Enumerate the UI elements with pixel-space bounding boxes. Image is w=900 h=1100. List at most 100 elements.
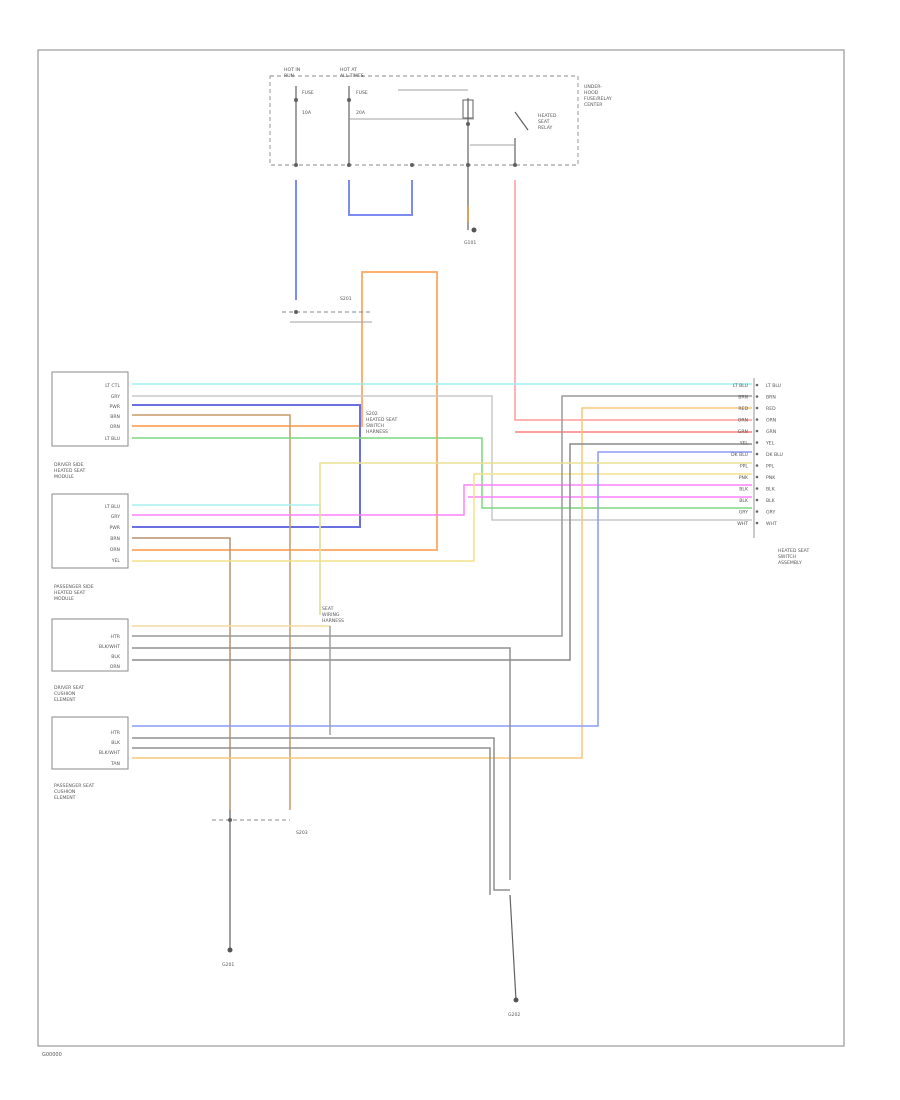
switch-pin-label-3: RED	[766, 406, 776, 412]
passenger-heated-seat-module: LT BLU GRY PWR BRN ORN YEL PASSENGER SID…	[51, 493, 129, 602]
switch-pin-dot	[755, 429, 759, 433]
splice-s202-label-1: S202	[366, 411, 378, 417]
fuse-block-caption-3: FUSE/RELAY	[584, 96, 612, 102]
fuse-col-left-2: RUN	[284, 73, 294, 79]
drv-module-pin-3: PWR	[109, 404, 120, 410]
diagram-frame	[37, 49, 845, 1047]
pass-module-pin-6: YEL	[111, 558, 121, 564]
switch-pin-label-12: GRY	[766, 510, 775, 516]
switch-pin-dot	[755, 406, 759, 410]
switch-pin-dot	[755, 510, 759, 513]
splice-s203-label: S203	[296, 830, 308, 836]
switch-pin-wire-4: ORN	[738, 418, 748, 424]
switch-pin-label-4: ORN	[766, 418, 776, 424]
switch-pin-wire-10: BLK	[739, 487, 749, 493]
drv-seat-caption-3: ELEMENT	[54, 697, 76, 703]
fuse-right-rating: 20A	[356, 110, 366, 116]
drv-seat-pin-3: BLK	[111, 654, 121, 660]
driver-heated-seat-module: LT CTL GRY PWR BRN ORN LT BLU DRIVER SID…	[51, 371, 129, 480]
pass-module-pin-4: BRN	[110, 536, 120, 542]
wires	[132, 180, 752, 895]
pass-module-pin-5: ORN	[110, 547, 120, 553]
switch-pin-wire-12: GRY	[739, 510, 748, 516]
pass-seat-pin-4: TAN	[110, 761, 120, 767]
switch-pin-label-13: WHT	[766, 521, 777, 527]
ground-g101-label: G101	[464, 240, 476, 246]
switch-pin-wire-9: PNK	[739, 475, 749, 481]
switch-pin-dot	[755, 418, 759, 421]
pass-module-pin-3: PWR	[109, 525, 120, 531]
pass-seat-caption-1: PASSENGER SEAT	[54, 783, 95, 789]
pass-seat-pin-1: HTR	[111, 730, 121, 736]
switch-pin-dot	[755, 475, 759, 479]
fuse-col-left-1: HOT IN	[284, 67, 300, 73]
drv-module-pin-5: ORN	[110, 424, 120, 430]
splice-s203-ground-g201: S203 G201	[212, 810, 308, 968]
switch-pin-dot	[755, 452, 759, 456]
switch-pin-label-5: GRN	[766, 429, 776, 435]
switch-pin-label-1: LT BLU	[766, 383, 781, 389]
relay-label-3: RELAY	[538, 125, 553, 131]
switch-pin-dot	[755, 395, 759, 398]
pass-seat-pin-3: BLK/WHT	[99, 750, 120, 756]
switch-pin-wire-13: WHT	[737, 521, 748, 527]
seat-harness-2: WIRING	[322, 612, 340, 618]
switch-pin-wire-1: LT BLU	[733, 383, 748, 389]
drv-module-pin-1: LT CTL	[105, 383, 120, 389]
drv-module-caption-2: HEATED SEAT	[54, 468, 85, 474]
switch-pin-dot	[755, 487, 759, 490]
switch-pin-dot	[755, 498, 759, 502]
pass-module-pin-2: GRY	[111, 514, 120, 520]
switch-pin-wire-6: YEL	[739, 441, 749, 447]
switch-caption-2: SWITCH	[778, 554, 796, 560]
splice-s202-label-2: HEATED SEAT	[366, 417, 397, 423]
switch-pin-wire-7: DK BLU	[731, 452, 748, 458]
fuse-col-right-1: HOT AT	[340, 67, 357, 73]
switch-pin-label-8: PPL	[766, 464, 775, 470]
splice-s202-label-3: SWITCH	[366, 423, 384, 429]
underhood-fuse-block: HOT IN RUN HOT AT ALL TIMES FUSE 10A FUS…	[269, 67, 612, 167]
seat-harness-1: SEAT	[322, 606, 334, 612]
drv-module-caption-3: MODULE	[54, 474, 74, 480]
switch-pin-label-2: BRN	[766, 395, 776, 401]
fuse-block-caption-2: HOOD	[584, 90, 599, 96]
switch-pin-label-6: YEL	[765, 441, 775, 447]
switch-pin-dot	[755, 521, 759, 525]
ground-g101: G101	[464, 165, 477, 246]
driver-seat-cushion-element: HTR BLK/WHT BLK ORN DRIVER SEAT CUSHION …	[51, 618, 129, 703]
drv-module-pin-2: GRY	[111, 394, 120, 400]
pass-seat-pin-2: BLK	[111, 740, 121, 746]
switch-pin-dot	[755, 441, 759, 444]
splice-s201-label: S201	[340, 296, 352, 302]
ground-g202: G202	[508, 894, 520, 1018]
ground-g201-label: G201	[222, 962, 234, 968]
drv-seat-caption-2: CUSHION	[54, 691, 75, 697]
switch-pin-dot	[755, 464, 759, 467]
switch-pin-wire-2: BRN	[738, 395, 748, 401]
pass-seat-caption-3: ELEMENT	[54, 795, 76, 801]
switch-pin-label-9: PNK	[766, 475, 776, 481]
fuse-left-name: FUSE	[302, 90, 314, 96]
drv-module-pin-4: BRN	[110, 414, 120, 420]
passenger-seat-cushion-element: HTR BLK BLK/WHT TAN PASSENGER SEAT CUSHI…	[51, 716, 129, 801]
seat-harness-3: HARNESS	[322, 618, 344, 624]
switch-pin-label-10: BLK	[766, 487, 776, 493]
fuse-block-caption-1: UNDER-	[584, 84, 602, 90]
drv-seat-pin-1: HTR	[111, 634, 121, 640]
fuse-block-caption-4: CENTER	[584, 102, 603, 108]
drv-seat-pin-2: BLK/WHT	[99, 644, 120, 650]
splice-s201: S201	[282, 296, 372, 323]
switch-pin-wire-3: RED	[738, 406, 748, 412]
fuse-col-right-2: ALL TIMES	[340, 73, 364, 79]
drv-seat-caption-1: DRIVER SEAT	[54, 685, 84, 691]
pass-module-caption-1: PASSENGER SIDE	[54, 584, 94, 590]
ground-g202-label: G202	[508, 1012, 520, 1018]
switch-pin-wire-8: PPL	[740, 464, 749, 470]
fuse-right-name: FUSE	[356, 90, 368, 96]
relay-label-1: HEATED	[538, 113, 557, 119]
switch-caption-1: HEATED SEAT	[778, 548, 809, 554]
pass-seat-caption-2: CUSHION	[54, 789, 75, 795]
footer-code: G00000	[42, 1052, 62, 1058]
